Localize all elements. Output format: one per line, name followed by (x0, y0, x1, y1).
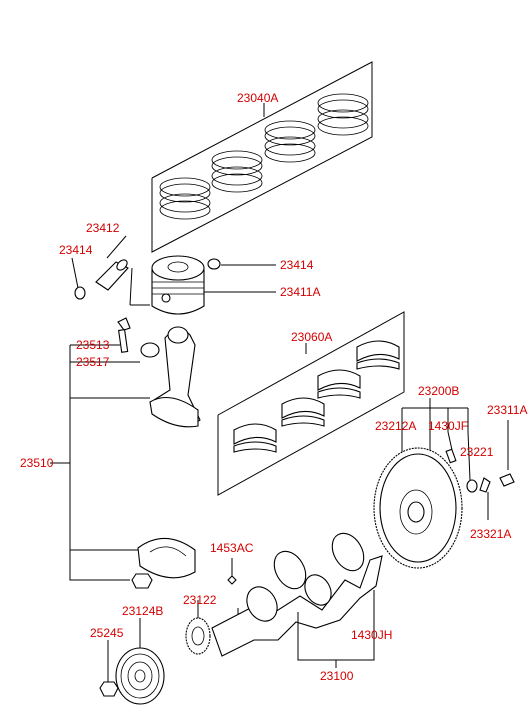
label-1453AC[interactable]: 1453AC (210, 541, 254, 555)
label-23060A[interactable]: 23060A (291, 330, 333, 344)
label-23517[interactable]: 23517 (76, 355, 110, 369)
connecting-rod (50, 317, 201, 589)
piston-assembly (71, 235, 276, 315)
label-23200B[interactable]: 23200B (418, 384, 460, 398)
label-23212A[interactable]: 23212A (375, 419, 417, 433)
label-23122[interactable]: 23122 (183, 593, 217, 607)
label-23412[interactable]: 23412 (86, 221, 120, 235)
label-23040A[interactable]: 23040A (237, 91, 279, 105)
flywheel-assembly (373, 398, 515, 569)
label-23411A[interactable]: 23411A (280, 285, 321, 299)
label-25245[interactable]: 25245 (90, 626, 124, 640)
label-23124B[interactable]: 23124B (122, 604, 164, 618)
label-23311A[interactable]: 23311A (487, 403, 528, 417)
label-1430JH[interactable]: 1430JH (351, 628, 393, 642)
label-23221[interactable]: 23221 (460, 445, 494, 459)
label-23100[interactable]: 23100 (320, 669, 354, 683)
label-1430JF[interactable]: 1430JF (428, 419, 469, 433)
label-23414-left[interactable]: 23414 (59, 243, 93, 257)
label-23321A[interactable]: 23321A (470, 527, 512, 541)
label-23414-right[interactable]: 23414 (280, 258, 314, 272)
piston-ring-set (151, 61, 373, 253)
crankshaft (99, 532, 383, 705)
label-23510[interactable]: 23510 (20, 456, 54, 470)
bearing-set (217, 311, 405, 496)
label-23513[interactable]: 23513 (76, 338, 110, 352)
